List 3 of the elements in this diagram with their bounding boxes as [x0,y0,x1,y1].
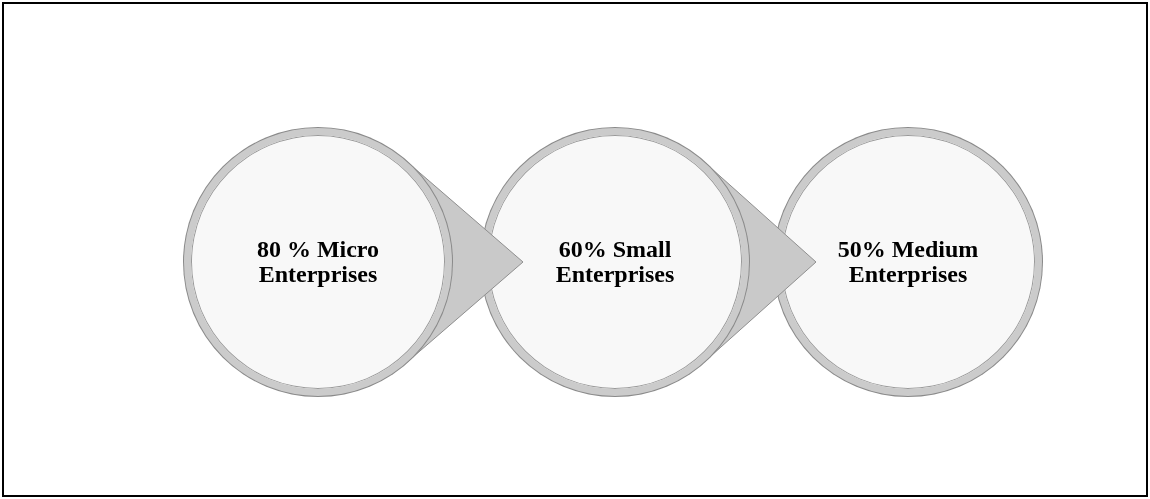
node-label: 60% Small Enterprises [554,236,676,288]
node-label: 80 % Micro Enterprises [255,236,381,288]
node-label: 50% Medium Enterprises [836,236,980,288]
